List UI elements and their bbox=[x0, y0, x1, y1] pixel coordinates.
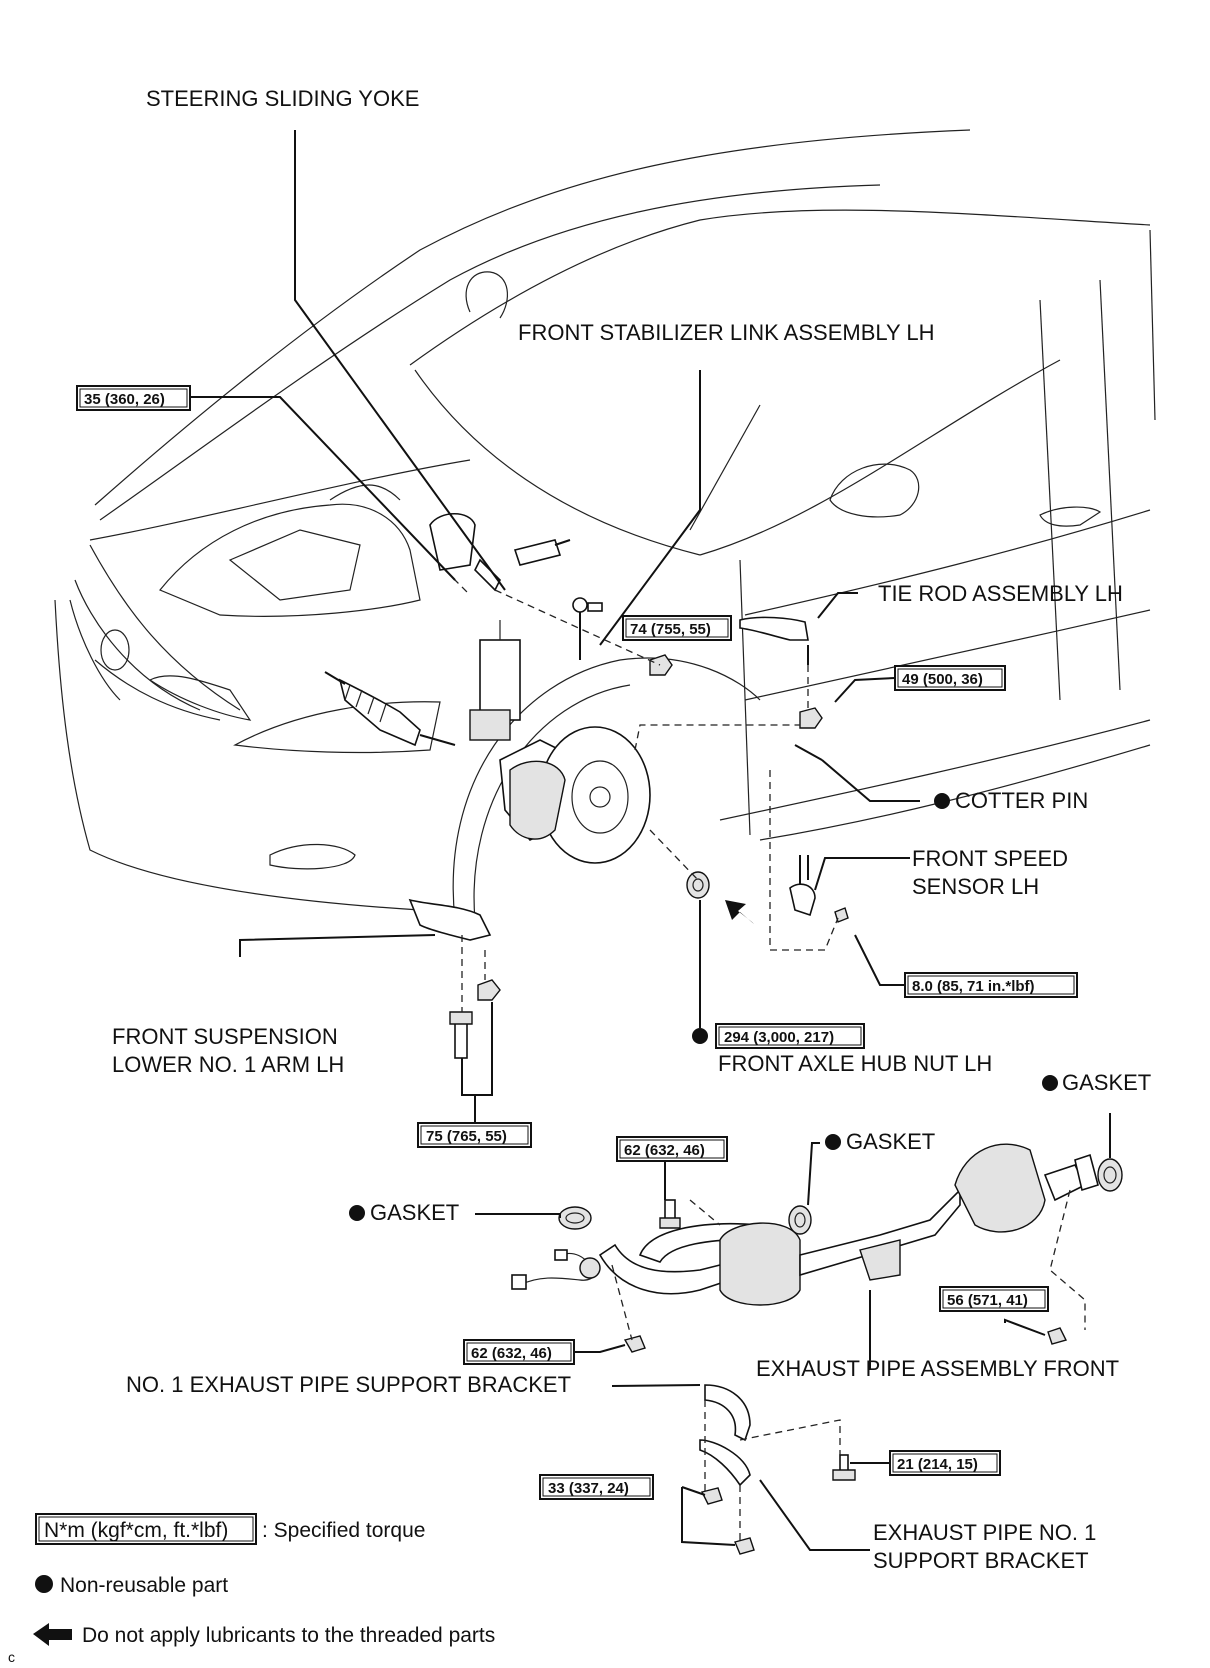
exhaust-pipe-assembly bbox=[511, 1143, 1123, 1555]
label-lower-arm-line1: FRONT SUSPENSION bbox=[112, 1024, 338, 1049]
svg-text:33 (337, 24): 33 (337, 24) bbox=[548, 1480, 629, 1497]
label-front-axle-hub-nut: FRONT AXLE HUB NUT LH bbox=[718, 1051, 992, 1076]
non-reusable-dot-gasket-left bbox=[349, 1205, 365, 1221]
label-exhaust-pipe-assembly-front: EXHAUST PIPE ASSEMBLY FRONT bbox=[756, 1356, 1119, 1381]
label-steering-sliding-yoke: STEERING SLIDING YOKE bbox=[146, 86, 419, 111]
non-reusable-dot-gasket-middle bbox=[825, 1134, 841, 1150]
torque-box-21: 21 (214, 15) bbox=[889, 1450, 1001, 1476]
label-support-bracket-line1: EXHAUST PIPE NO. 1 bbox=[873, 1520, 1096, 1545]
svg-text:21 (214, 15): 21 (214, 15) bbox=[897, 1456, 978, 1473]
svg-text:75 (765, 55): 75 (765, 55) bbox=[426, 1128, 507, 1145]
label-gasket-middle: GASKET bbox=[846, 1129, 935, 1154]
torque-spec-boxes: 35 (360, 26) 74 (755, 55) 49 (500, 36) 8… bbox=[76, 385, 1078, 1500]
legend: N*m (kgf*cm, ft.*lbf) : Specified torque… bbox=[8, 1513, 495, 1665]
assembly-dashed-lines bbox=[444, 569, 1086, 1542]
torque-box-56: 56 (571, 41) bbox=[939, 1286, 1049, 1312]
leader-lines bbox=[190, 130, 1111, 1551]
label-front-speed-sensor-line1: FRONT SPEED bbox=[912, 846, 1068, 871]
svg-text:Non-reusable part: Non-reusable part bbox=[60, 1574, 228, 1597]
svg-text:35 (360, 26): 35 (360, 26) bbox=[84, 391, 165, 408]
callout-labels: STEERING SLIDING YOKE FRONT STABILIZER L… bbox=[112, 86, 1151, 1573]
torque-box-62-top: 62 (632, 46) bbox=[616, 1136, 728, 1162]
label-front-stabilizer-link: FRONT STABILIZER LINK ASSEMBLY LH bbox=[518, 320, 935, 345]
label-cotter-pin: COTTER PIN bbox=[955, 788, 1088, 813]
front-suspension-assembly bbox=[324, 512, 651, 941]
svg-text:56 (571, 41): 56 (571, 41) bbox=[947, 1292, 1028, 1309]
label-gasket-right: GASKET bbox=[1062, 1070, 1151, 1095]
torque-box-74: 74 (755, 55) bbox=[622, 615, 732, 641]
non-reusable-markers bbox=[349, 793, 1058, 1221]
fasteners bbox=[449, 616, 849, 1059]
torque-box-75: 75 (765, 55) bbox=[417, 1122, 532, 1148]
torque-box-8: 8.0 (85, 71 in.*lbf) bbox=[904, 972, 1078, 998]
label-gasket-left: GASKET bbox=[370, 1200, 459, 1225]
legend-no-lubricant: Do not apply lubricants to the threaded … bbox=[33, 1623, 495, 1647]
torque-box-33: 33 (337, 24) bbox=[539, 1474, 654, 1500]
torque-box-49: 49 (500, 36) bbox=[894, 665, 1006, 691]
svg-text:8.0 (85, 71 in.*lbf): 8.0 (85, 71 in.*lbf) bbox=[912, 978, 1035, 995]
svg-text:62 (632, 46): 62 (632, 46) bbox=[471, 1345, 552, 1362]
label-no1-exhaust-support-bracket: NO. 1 EXHAUST PIPE SUPPORT BRACKET bbox=[126, 1372, 571, 1397]
legend-non-reusable: Non-reusable part bbox=[35, 1574, 228, 1597]
svg-text:294 (3,000, 217): 294 (3,000, 217) bbox=[724, 1029, 834, 1046]
left-arrow-icon bbox=[33, 1623, 72, 1646]
torque-box-62-bottom: 62 (632, 46) bbox=[463, 1339, 575, 1365]
non-reusable-dot-cotter-pin bbox=[934, 793, 950, 809]
svg-text:: Specified torque: : Specified torque bbox=[262, 1519, 425, 1542]
legend-torque-unit: N*m (kgf*cm, ft.*lbf) : Specified torque bbox=[35, 1513, 425, 1545]
svg-text:N*m (kgf*cm, ft.*lbf): N*m (kgf*cm, ft.*lbf) bbox=[44, 1519, 228, 1542]
non-reusable-dot-gasket-right bbox=[1042, 1075, 1058, 1091]
torque-box-35: 35 (360, 26) bbox=[76, 385, 191, 411]
no-lubricant-arrow-mark bbox=[725, 900, 754, 924]
svg-text:Do not apply lubricants to the: Do not apply lubricants to the threaded … bbox=[82, 1624, 495, 1647]
svg-text:49 (500, 36): 49 (500, 36) bbox=[902, 671, 983, 688]
label-lower-arm-line2: LOWER NO. 1 ARM LH bbox=[112, 1052, 344, 1077]
corner-mark: c bbox=[8, 1649, 15, 1665]
label-front-speed-sensor-line2: SENSOR LH bbox=[912, 874, 1039, 899]
label-tie-rod-assembly: TIE ROD ASSEMBLY LH bbox=[878, 581, 1123, 606]
svg-text:74 (755, 55): 74 (755, 55) bbox=[630, 621, 711, 638]
torque-box-294: 294 (3,000, 217) bbox=[715, 1023, 865, 1049]
non-reusable-dot-hub-nut bbox=[692, 1028, 708, 1044]
label-support-bracket-line2: SUPPORT BRACKET bbox=[873, 1548, 1089, 1573]
svg-text:62 (632, 46): 62 (632, 46) bbox=[624, 1142, 705, 1159]
